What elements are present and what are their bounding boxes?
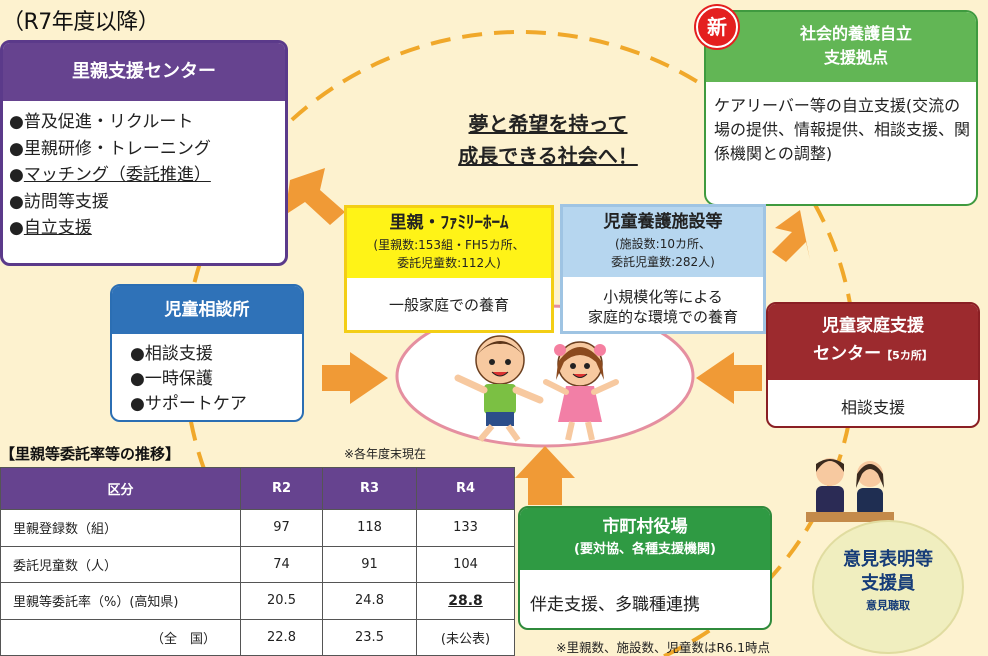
trend-table-note: ※各年度末現在 xyxy=(344,447,427,461)
list-item: ●訪問等支援 xyxy=(9,191,109,212)
child-care-facility-box: 児童養護施設等 (施設数:10カ所、 委託児童数:282人) 小規模化等による … xyxy=(560,204,766,334)
table-row: 里親等委託率（%）(高知県) 20.5 24.8 28.8 xyxy=(0,582,515,620)
child-guidance-list: ●相談支援 ●一時保護 ●サポートケア xyxy=(112,334,302,417)
arrow-from-family-support xyxy=(696,352,762,404)
row-label: （全 国） xyxy=(0,618,241,656)
arrow-from-foster-support xyxy=(285,168,345,225)
list-item: ●サポートケア xyxy=(130,394,247,414)
list-item: ●一時保護 xyxy=(130,369,213,389)
table-cell: 104 xyxy=(416,545,515,583)
municipal-office-subtitle: (要対協、各種支援機関) xyxy=(574,542,716,557)
social-care-hub-box: 社会的養護自立 支援拠点 ケアリーバー等の自立支援(交流の場の提供、情報提供、相… xyxy=(704,10,978,206)
child-family-support-center-title: 児童家庭支援 センター【5カ所】 xyxy=(768,304,978,380)
arrow-from-social-hub xyxy=(772,210,810,262)
advocacy-line-2: 支援員 xyxy=(861,573,915,594)
foster-support-center-box: 里親支援センター ●普及促進・リクルート ●里親研修・トレーニング ●マッチング… xyxy=(0,40,288,266)
trend-table-title: 【里親等委託率等の推移】 xyxy=(0,445,181,463)
new-badge: 新 xyxy=(696,6,738,48)
arrow-from-municipal xyxy=(515,446,575,505)
table-header-row: 区分 R2 R3 R4 xyxy=(0,467,515,510)
child-care-facility-body: 小規模化等による 家庭的な環境での養育 xyxy=(587,288,738,326)
row-label: 里親登録数（組） xyxy=(0,509,241,547)
child-family-support-center-body: 相談支援 xyxy=(840,398,905,417)
table-cell: 133 xyxy=(416,509,515,547)
municipal-office-title: 市町村役場 xyxy=(602,517,688,537)
col-header-category: 区分 xyxy=(0,467,241,510)
advocacy-line-3: 意見聴取 xyxy=(866,599,910,612)
col-header-r3: R3 xyxy=(322,467,417,510)
social-care-hub-body: ケアリーバー等の自立支援(交流の場の提供、情報提供、相談支援、関係機関との調整) xyxy=(714,96,971,163)
table-row: （全 国） 22.8 23.5 (未公表) xyxy=(0,618,515,656)
list-item: ●里親研修・トレーニング xyxy=(9,138,211,159)
table-cell: 97 xyxy=(240,509,323,547)
table-cell-highlight: 28.8 xyxy=(416,582,515,620)
child-care-facility-detail-1: (施設数:10カ所、 xyxy=(615,237,711,251)
trend-table: 区分 R2 R3 R4 里親登録数（組） 97 118 133 委託児童数（人）… xyxy=(0,467,515,656)
goal-statement: 夢と希望を持って 成長できる社会へ！ xyxy=(418,108,678,172)
child-guidance-center-box: 児童相談所 ●相談支援 ●一時保護 ●サポートケア xyxy=(110,284,304,422)
foster-support-center-title: 里親支援センター xyxy=(3,43,285,101)
advocate-illustration xyxy=(806,458,894,522)
boy-figure xyxy=(454,335,544,442)
advocacy-supporter-circle: 意見表明等 支援員 意見聴取 xyxy=(812,520,964,654)
child-guidance-center-title: 児童相談所 xyxy=(112,286,302,334)
child-care-facility-detail-2: 委託児童数:282人) xyxy=(611,255,715,269)
child-care-facility-title: 児童養護施設等 xyxy=(603,212,723,232)
list-item: ●相談支援 xyxy=(130,344,213,364)
era-label: （R7年度以降） xyxy=(2,10,160,35)
col-header-r2: R2 xyxy=(240,467,323,510)
table-cell: 22.8 xyxy=(240,618,323,656)
row-label: 里親等委託率（%）(高知県) xyxy=(0,582,241,620)
foster-family-home-title: 里親・ﾌｧﾐﾘｰﾎｰﾑ xyxy=(389,213,509,233)
girl-figure xyxy=(543,341,619,441)
advocacy-line-1: 意見表明等 xyxy=(843,549,933,570)
table-cell: (未公表) xyxy=(416,618,515,656)
list-item: ●自立支援 xyxy=(9,218,92,238)
table-cell: 20.5 xyxy=(240,582,323,620)
list-item: ●普及促進・リクルート xyxy=(9,112,194,132)
social-care-hub-title: 社会的養護自立 支援拠点 xyxy=(706,12,976,82)
foster-support-list: ●普及促進・リクルート ●里親研修・トレーニング ●マッチング（委託推進） ●訪… xyxy=(3,101,285,242)
municipal-office-header: 市町村役場 (要対協、各種支援機関) xyxy=(520,508,770,570)
goal-line-2: 成長できる社会へ！ xyxy=(458,144,638,168)
foster-family-home-body: 一般家庭での養育 xyxy=(388,296,509,314)
row-label: 委託児童数（人） xyxy=(0,545,241,583)
table-cell: 118 xyxy=(322,509,417,547)
municipal-office-box: 市町村役場 (要対協、各種支援機関) 伴走支援、多職種連携 xyxy=(518,506,772,630)
child-family-support-center-box: 児童家庭支援 センター【5カ所】 相談支援 xyxy=(766,302,980,428)
municipal-office-body: 伴走支援、多職種連携 xyxy=(530,595,700,615)
table-cell: 24.8 xyxy=(322,582,417,620)
foster-family-home-detail-2: 委託児童数:112人) xyxy=(397,256,501,270)
footnote: ※里親数、施設数、児童数はR6.1時点 xyxy=(556,640,771,655)
col-header-r4: R4 xyxy=(416,467,515,510)
table-cell: 91 xyxy=(322,545,417,583)
foster-family-home-box: 里親・ﾌｧﾐﾘｰﾎｰﾑ (里親数:153組・FH5カ所、 委託児童数:112人)… xyxy=(344,205,554,333)
arrow-from-guidance xyxy=(322,352,388,404)
goal-line-1: 夢と希望を持って xyxy=(468,112,628,136)
table-cell: 23.5 xyxy=(322,618,417,656)
foster-family-home-detail-1: (里親数:153組・FH5カ所、 xyxy=(373,238,525,252)
table-cell: 74 xyxy=(240,545,323,583)
center-count: 【5カ所】 xyxy=(881,349,933,362)
list-item: ●マッチング（委託推進） xyxy=(9,165,211,185)
table-row: 里親登録数（組） 97 118 133 xyxy=(0,509,515,547)
children-illustration xyxy=(454,335,619,442)
table-row: 委託児童数（人） 74 91 104 xyxy=(0,545,515,583)
